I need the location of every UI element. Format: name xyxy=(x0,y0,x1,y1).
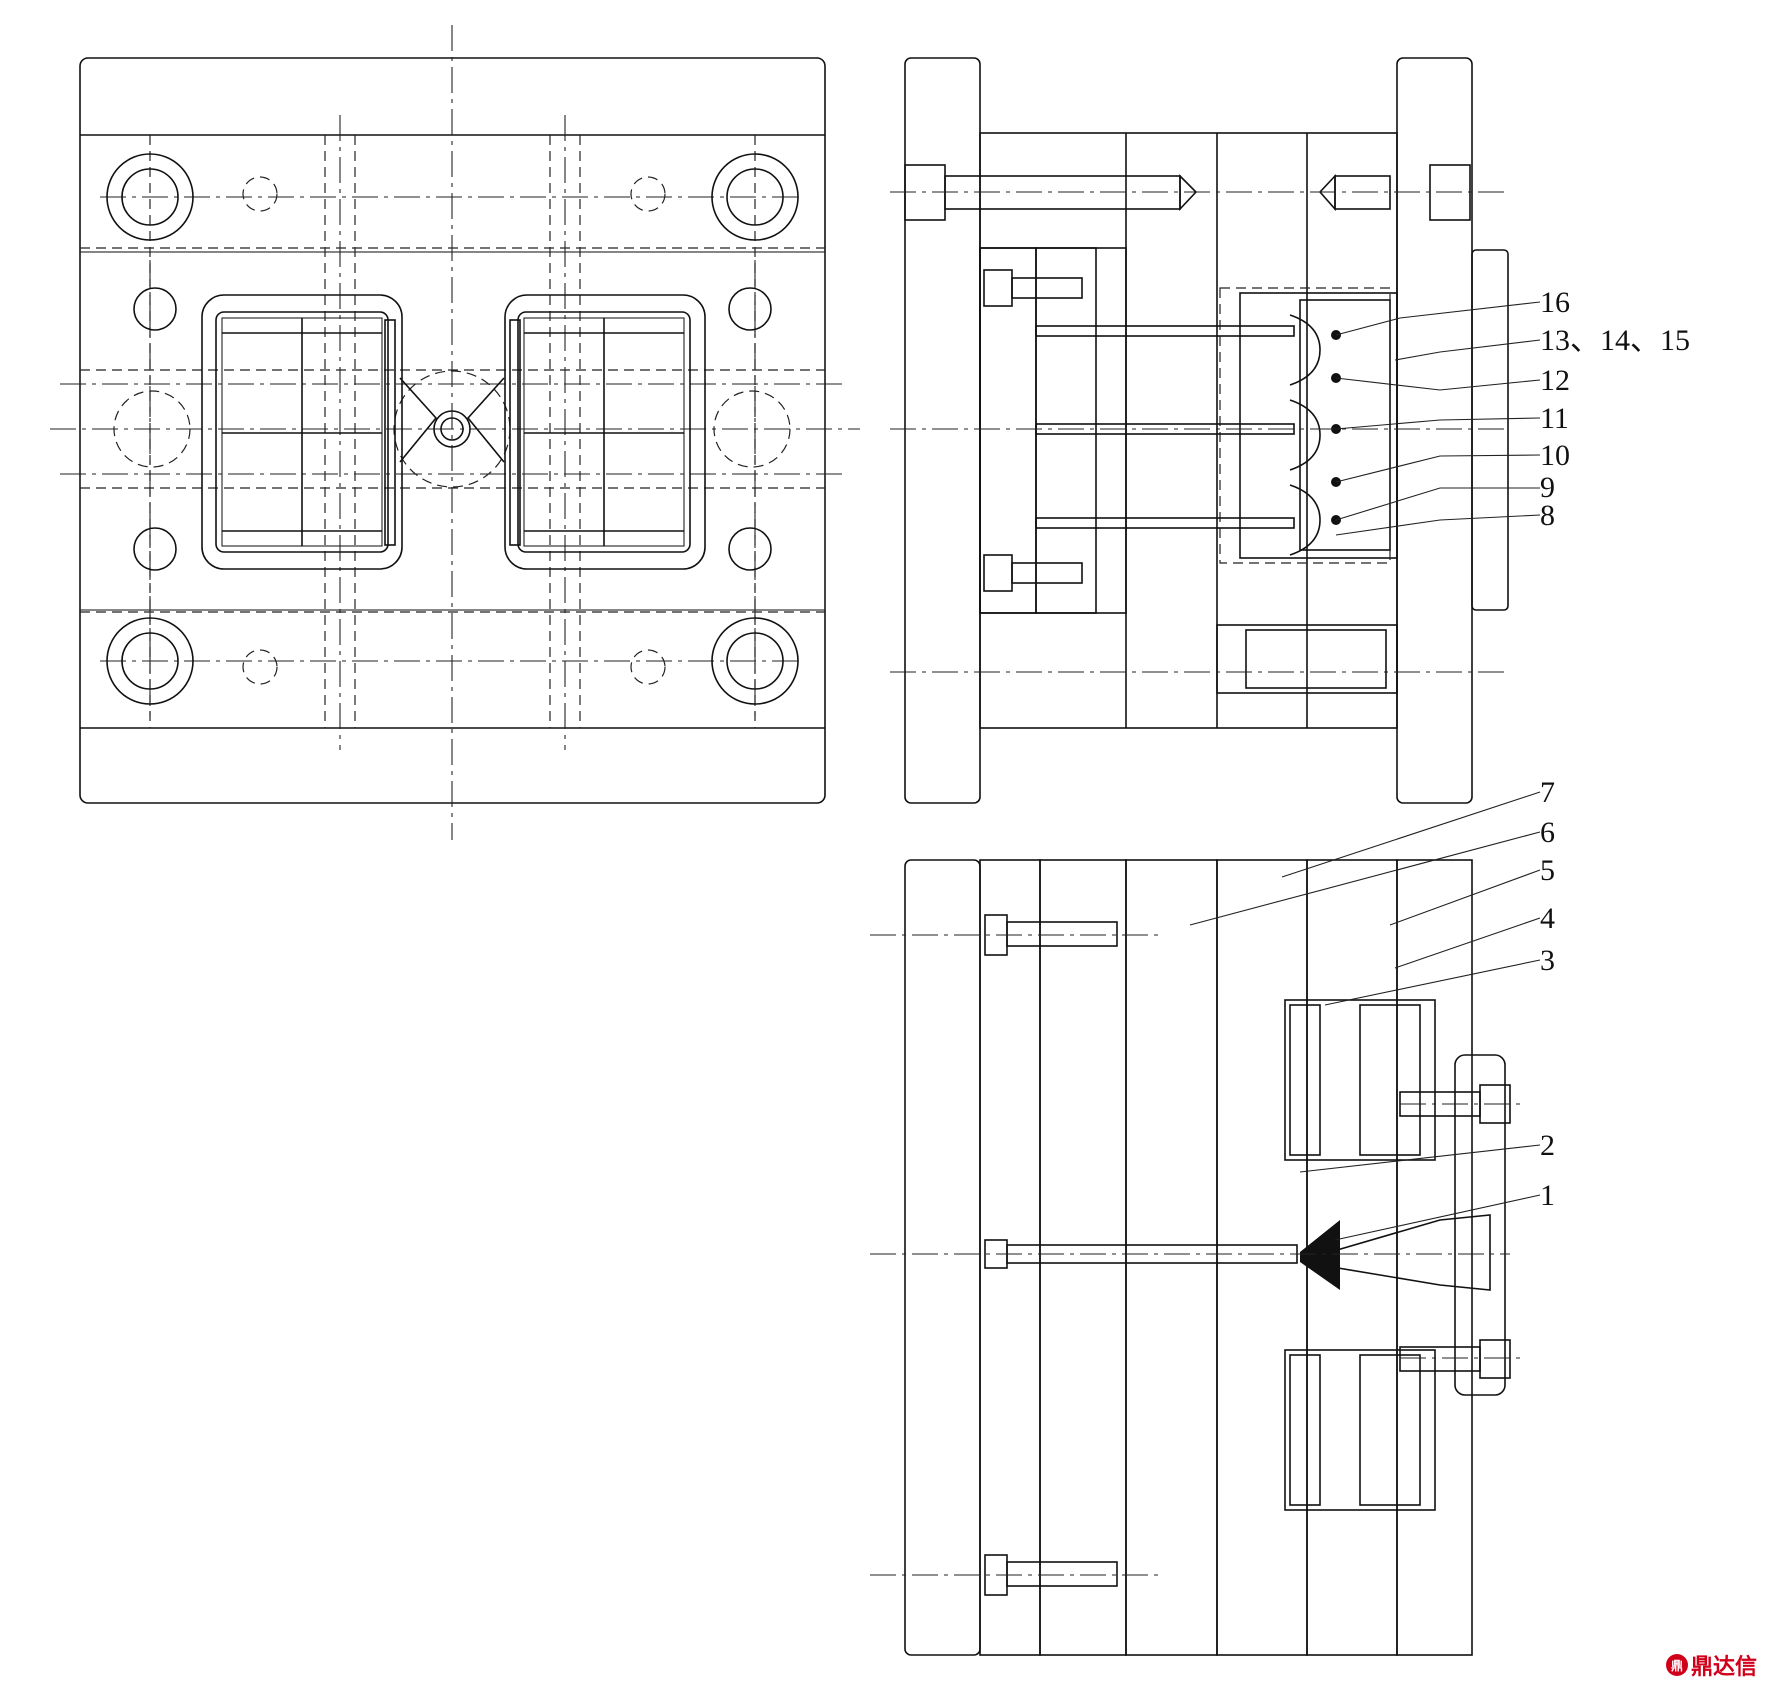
callout-16: 16 xyxy=(1540,286,1570,319)
watermark-seal-icon: 鼎 xyxy=(1665,1654,1688,1676)
callout-leaders xyxy=(1189,301,1541,1241)
section-view-upper xyxy=(890,57,1510,804)
callout-7: 7 xyxy=(1540,776,1555,809)
plan-view xyxy=(50,25,860,840)
callout-4: 4 xyxy=(1540,902,1555,935)
callout-labels: 16 13、14、15 12 11 10 9 8 7 6 5 4 3 2 1 xyxy=(1540,286,1690,1212)
callout-11: 11 xyxy=(1540,402,1569,435)
callout-3: 3 xyxy=(1540,944,1555,977)
callout-9: 9 xyxy=(1540,471,1555,504)
callout-13-14-15: 13、14、15 xyxy=(1540,324,1690,357)
watermark-logo: 鼎 鼎达信 xyxy=(1665,1649,1757,1681)
callout-1: 1 xyxy=(1540,1179,1555,1212)
callout-12: 12 xyxy=(1540,364,1570,397)
watermark-text: 鼎达信 xyxy=(1690,1655,1757,1680)
callout-8: 8 xyxy=(1540,499,1555,532)
callout-5: 5 xyxy=(1540,854,1555,887)
callout-2: 2 xyxy=(1540,1129,1555,1162)
callout-6: 6 xyxy=(1540,816,1555,849)
section-view-lower xyxy=(870,859,1520,1656)
callout-10: 10 xyxy=(1540,439,1570,472)
